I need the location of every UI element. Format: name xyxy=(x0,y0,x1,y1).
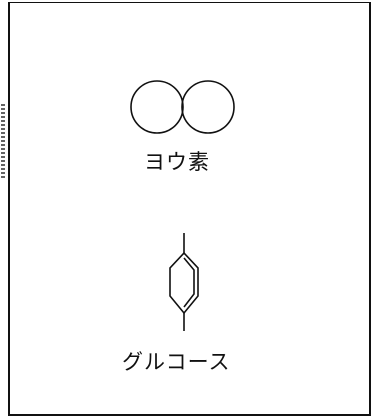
iodine-label: ヨウ素 xyxy=(144,150,210,174)
figure-border xyxy=(8,2,371,416)
edge-mark xyxy=(1,104,5,178)
iodine-atom-left xyxy=(130,80,184,134)
iodine-atom-right xyxy=(181,80,235,134)
iodine-molecule-icon xyxy=(130,80,235,134)
glucose-molecule-icon xyxy=(169,233,199,331)
glucose-label: グルコース xyxy=(122,350,231,374)
glucose-ring-inner xyxy=(183,257,195,308)
